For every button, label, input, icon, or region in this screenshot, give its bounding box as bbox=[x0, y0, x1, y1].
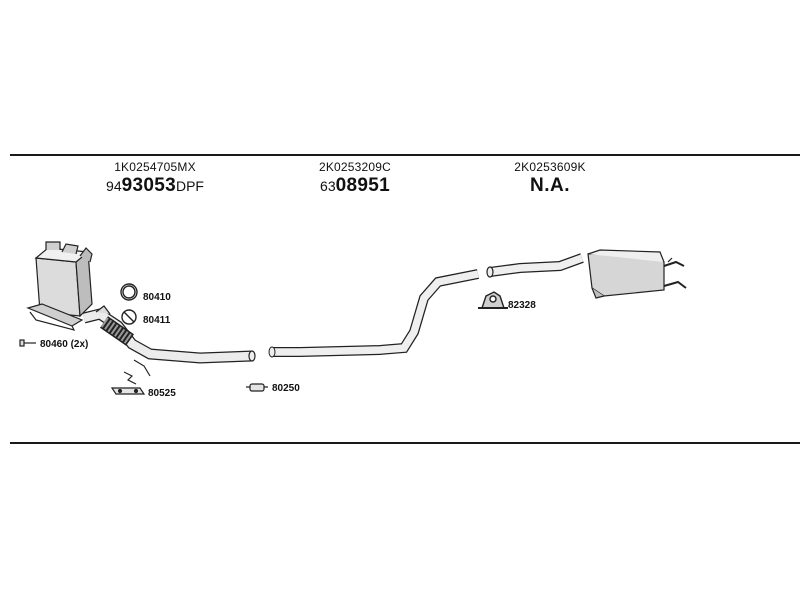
front-pipe[interactable] bbox=[82, 305, 256, 377]
gasket-icon[interactable] bbox=[110, 371, 146, 395]
oe-number: 2K0253209C bbox=[318, 160, 392, 174]
bolt-icon[interactable] bbox=[19, 339, 36, 347]
intermediate-pipe[interactable] bbox=[268, 269, 479, 358]
bottom-rule bbox=[10, 442, 800, 444]
hanger-label: 82328 bbox=[508, 300, 536, 311]
bolt-label: 80460 (2x) bbox=[40, 339, 88, 350]
column-rear: 2K0253609K N.A. bbox=[490, 160, 610, 196]
column-middle: 2K0253209C 6308951 bbox=[295, 160, 415, 197]
rubber-hanger-icon[interactable] bbox=[478, 291, 508, 309]
part-number[interactable]: 9493053DPF bbox=[106, 175, 204, 196]
sleeve-clamp-icon[interactable] bbox=[246, 383, 268, 392]
top-rule bbox=[10, 154, 800, 156]
clamp-label: 80411 bbox=[143, 315, 171, 326]
clamp-ring-icon[interactable] bbox=[121, 309, 137, 325]
clamp-ring-icon[interactable] bbox=[120, 283, 138, 301]
oe-number: 2K0253609K bbox=[514, 160, 586, 174]
column-front: 1K0254705MX 9493053DPF bbox=[95, 160, 215, 197]
oe-number: 1K0254705MX bbox=[114, 160, 196, 174]
gasket-label: 80525 bbox=[148, 388, 176, 399]
dpf-unit[interactable] bbox=[26, 241, 93, 331]
not-available-text: N.A. bbox=[530, 175, 570, 196]
rear-silencer[interactable] bbox=[486, 249, 687, 299]
clamp-label: 80410 bbox=[143, 292, 171, 303]
sleeve-label: 80250 bbox=[272, 383, 300, 394]
part-number[interactable]: 6308951 bbox=[320, 175, 390, 196]
